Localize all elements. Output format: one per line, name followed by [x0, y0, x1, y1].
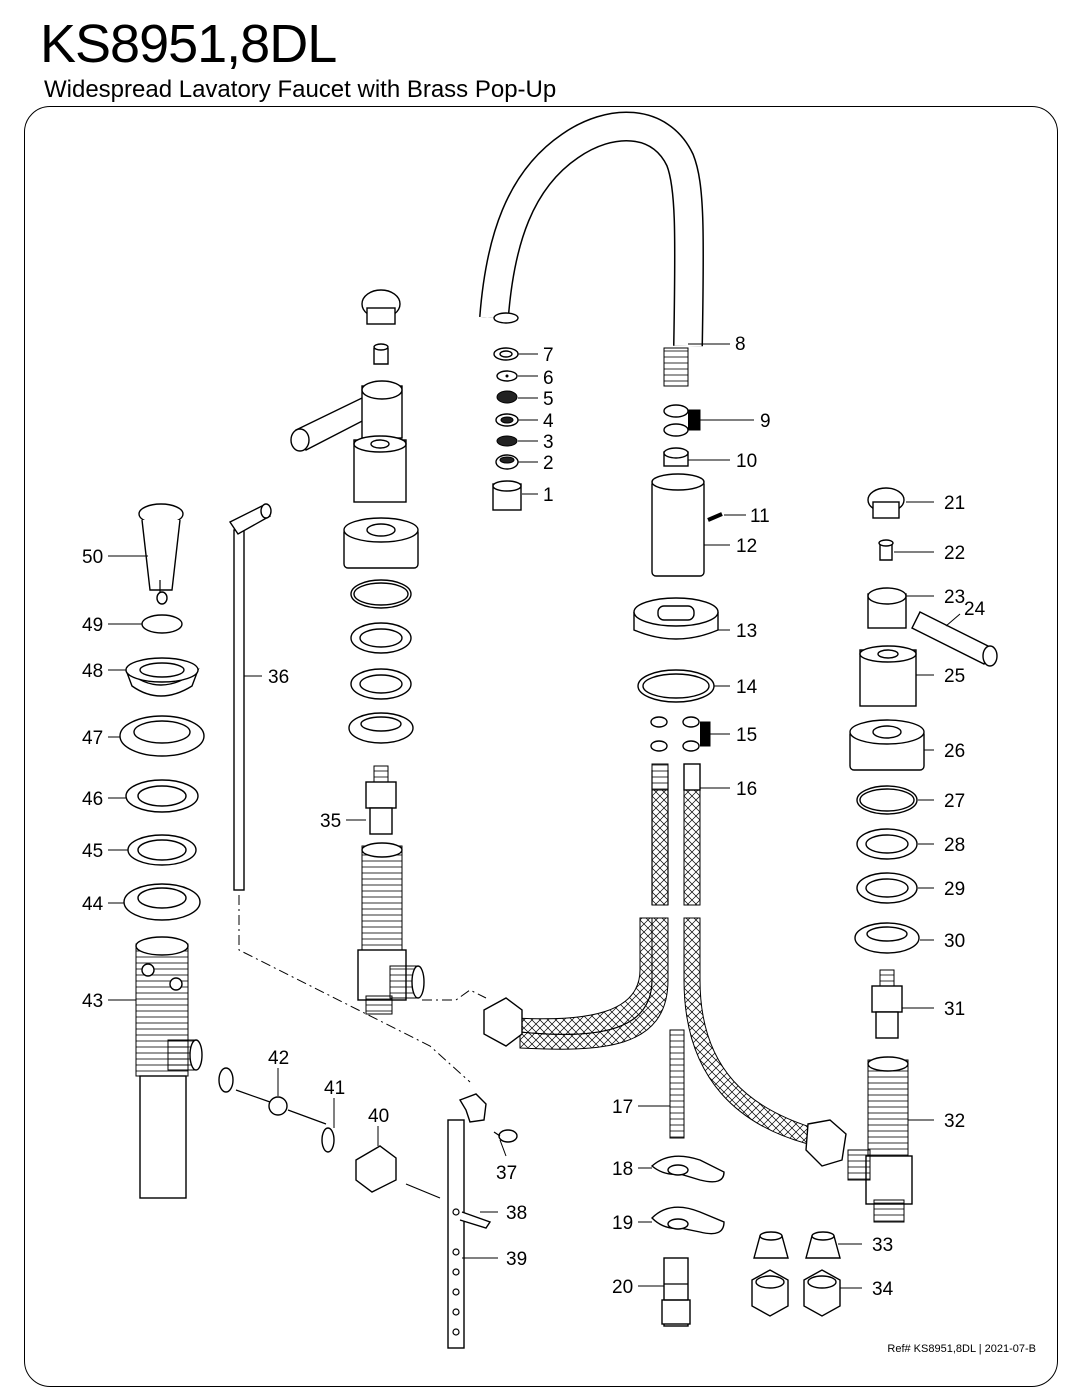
callout-14: 14 — [736, 677, 758, 698]
supply-hoses — [483, 763, 847, 1167]
model-number: KS8951,8DL — [40, 14, 337, 74]
callout-26: 26 — [944, 741, 965, 762]
callout-9: 9 — [760, 411, 771, 432]
callout-29: 29 — [944, 879, 965, 900]
callout-36: 36 — [268, 667, 289, 688]
popup-drain-assembly — [119, 503, 518, 1349]
callout-32: 32 — [944, 1111, 965, 1132]
callout-16: 16 — [736, 779, 757, 800]
callout-48: 48 — [82, 661, 103, 682]
callout-15: 15 — [736, 725, 757, 746]
callout-22: 22 — [944, 543, 965, 564]
callout-24: 24 — [964, 599, 986, 620]
callout-46: 46 — [82, 789, 103, 810]
callout-45: 45 — [82, 841, 103, 862]
callout-13: 13 — [736, 621, 757, 642]
callout-19: 19 — [612, 1213, 633, 1234]
callout-43: 43 — [82, 991, 103, 1012]
diagram-frame — [24, 106, 1058, 1387]
callout-35: 35 — [320, 811, 341, 832]
callout-44: 44 — [82, 894, 104, 915]
callout-20: 20 — [612, 1277, 633, 1298]
spout — [479, 111, 705, 387]
mount-hardware — [650, 1029, 725, 1327]
callout-50: 50 — [82, 547, 103, 568]
callout-18: 18 — [612, 1159, 633, 1180]
callout-39: 39 — [506, 1249, 527, 1270]
callout-41: 41 — [324, 1078, 345, 1099]
callout-27: 27 — [944, 791, 965, 812]
callout-47: 47 — [82, 728, 103, 749]
callout-30: 30 — [944, 931, 965, 952]
callout-38: 38 — [506, 1203, 527, 1224]
spout-orings — [663, 404, 689, 467]
callout-10: 10 — [736, 451, 757, 472]
callout-37: 37 — [496, 1163, 517, 1184]
callout-25: 25 — [944, 666, 965, 687]
callout-3: 3 — [543, 432, 554, 453]
callout-6: 6 — [543, 368, 554, 389]
callout-labels: 1 2 3 4 5 6 7 8 9 10 11 12 13 14 15 16 1… — [82, 334, 986, 1300]
right-handle-assembly — [847, 487, 998, 1223]
callout-34: 34 — [872, 1279, 894, 1300]
callout-42: 42 — [268, 1048, 289, 1069]
callout-5: 5 — [543, 389, 554, 410]
spout-base — [633, 473, 723, 752]
callout-28: 28 — [944, 835, 965, 856]
callout-49: 49 — [82, 615, 103, 636]
product-description: Widespread Lavatory Faucet with Brass Po… — [44, 76, 557, 103]
callout-23: 23 — [944, 587, 965, 608]
left-handle-assembly — [290, 289, 425, 1015]
compression-fittings — [751, 1231, 841, 1317]
leader-lines — [108, 343, 961, 1289]
callout-40: 40 — [368, 1106, 389, 1127]
callout-7: 7 — [543, 345, 554, 366]
callout-21: 21 — [944, 493, 965, 514]
aerator-stack — [492, 347, 522, 511]
callout-2: 2 — [543, 453, 554, 474]
callout-8: 8 — [735, 334, 746, 355]
callout-12: 12 — [736, 536, 757, 557]
callout-4: 4 — [543, 411, 554, 432]
callout-31: 31 — [944, 999, 965, 1020]
callout-11: 11 — [750, 506, 770, 527]
callout-17: 17 — [612, 1097, 633, 1118]
callout-33: 33 — [872, 1235, 893, 1256]
callout-1: 1 — [543, 485, 554, 506]
reference-number: Ref# KS8951,8DL | 2021-07-B — [887, 1343, 1036, 1355]
